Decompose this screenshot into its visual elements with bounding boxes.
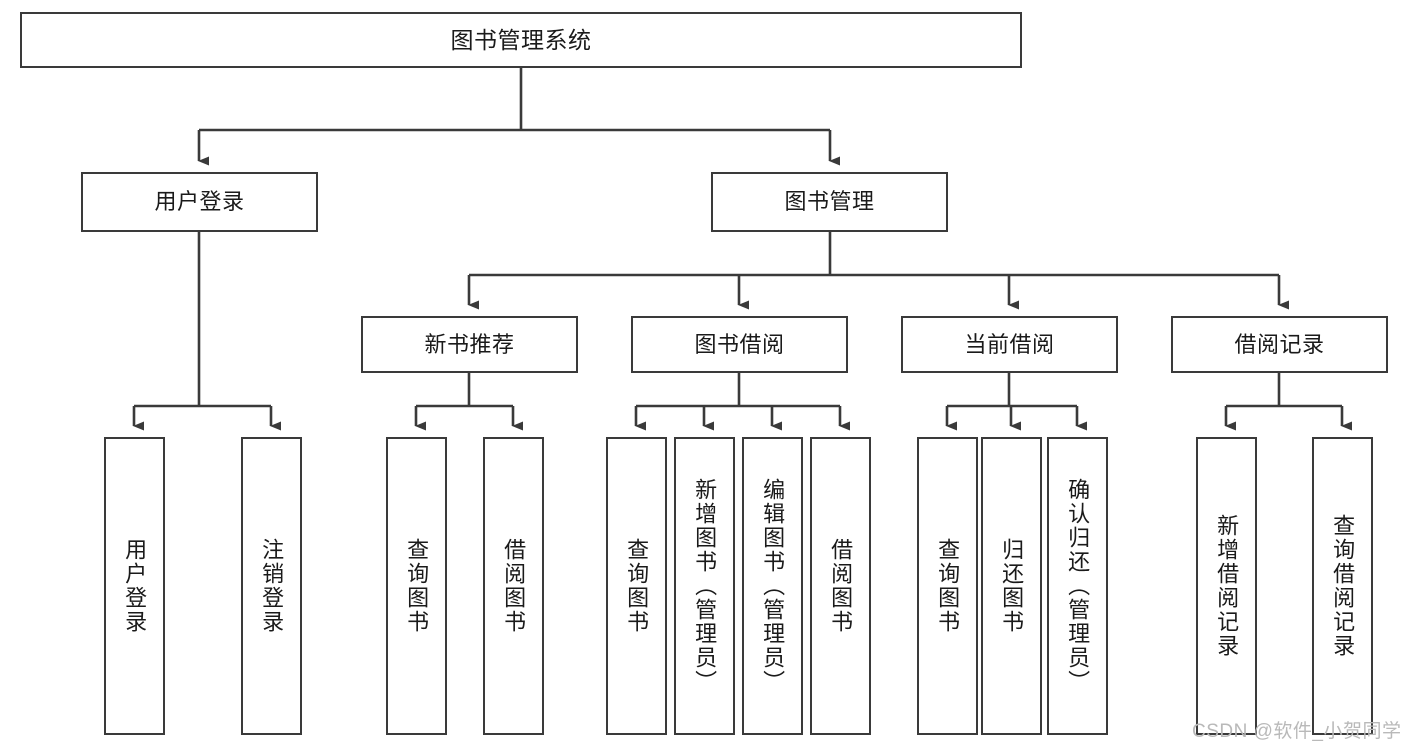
node-new-book-recommend[interactable]: 新书推荐 <box>361 316 578 373</box>
node-user-login[interactable]: 用户登录 <box>81 172 318 232</box>
node-book-manage[interactable]: 图书管理 <box>711 172 948 232</box>
node-label: 归还图书 <box>999 538 1025 634</box>
node-leaf-borrow-book-rec[interactable]: 借阅图书 <box>483 437 544 735</box>
node-leaf-return-book[interactable]: 归还图书 <box>981 437 1042 735</box>
node-label: 图书管理系统 <box>450 26 592 53</box>
node-leaf-query-book-rec[interactable]: 查询图书 <box>386 437 447 735</box>
node-label: 当前借阅 <box>964 331 1055 357</box>
node-leaf-query-borrow-record[interactable]: 查询借阅记录 <box>1312 437 1373 735</box>
node-label: 注销登录 <box>259 538 285 634</box>
node-leaf-add-book[interactable]: 新增图书（管理员） <box>674 437 735 735</box>
node-leaf-query-book-bor[interactable]: 查询图书 <box>606 437 667 735</box>
node-label: 查询借阅记录 <box>1330 514 1356 658</box>
node-label: 确认归还（管理员） <box>1065 478 1091 694</box>
node-label: 借阅记录 <box>1234 331 1325 357</box>
node-leaf-confirm-return[interactable]: 确认归还（管理员） <box>1047 437 1108 735</box>
node-label: 图书管理 <box>784 189 875 215</box>
node-label: 借阅图书 <box>501 538 527 634</box>
node-label: 借阅图书 <box>828 538 854 634</box>
node-current-borrow[interactable]: 当前借阅 <box>901 316 1118 373</box>
node-leaf-logout-login[interactable]: 注销登录 <box>241 437 302 735</box>
node-borrow-record[interactable]: 借阅记录 <box>1171 316 1388 373</box>
node-leaf-user-login[interactable]: 用户登录 <box>104 437 165 735</box>
node-label: 查询图书 <box>935 538 961 634</box>
node-leaf-add-borrow-record[interactable]: 新增借阅记录 <box>1196 437 1257 735</box>
node-label: 新书推荐 <box>424 331 515 357</box>
node-label: 用户登录 <box>154 189 245 215</box>
node-label: 图书借阅 <box>694 331 785 357</box>
node-label: 用户登录 <box>122 538 148 634</box>
node-label: 查询图书 <box>404 538 430 634</box>
node-label: 新增图书（管理员） <box>692 478 718 694</box>
node-leaf-query-book-cur[interactable]: 查询图书 <box>917 437 978 735</box>
node-label: 新增借阅记录 <box>1214 514 1240 658</box>
node-leaf-borrow-book-bor[interactable]: 借阅图书 <box>810 437 871 735</box>
watermark-text: CSDN @软件_小贺同学 <box>1192 721 1402 742</box>
node-system-title[interactable]: 图书管理系统 <box>20 12 1022 68</box>
node-label: 编辑图书（管理员） <box>760 478 786 694</box>
node-label: 查询图书 <box>624 538 650 634</box>
node-book-borrow[interactable]: 图书借阅 <box>631 316 848 373</box>
node-leaf-edit-book[interactable]: 编辑图书（管理员） <box>742 437 803 735</box>
